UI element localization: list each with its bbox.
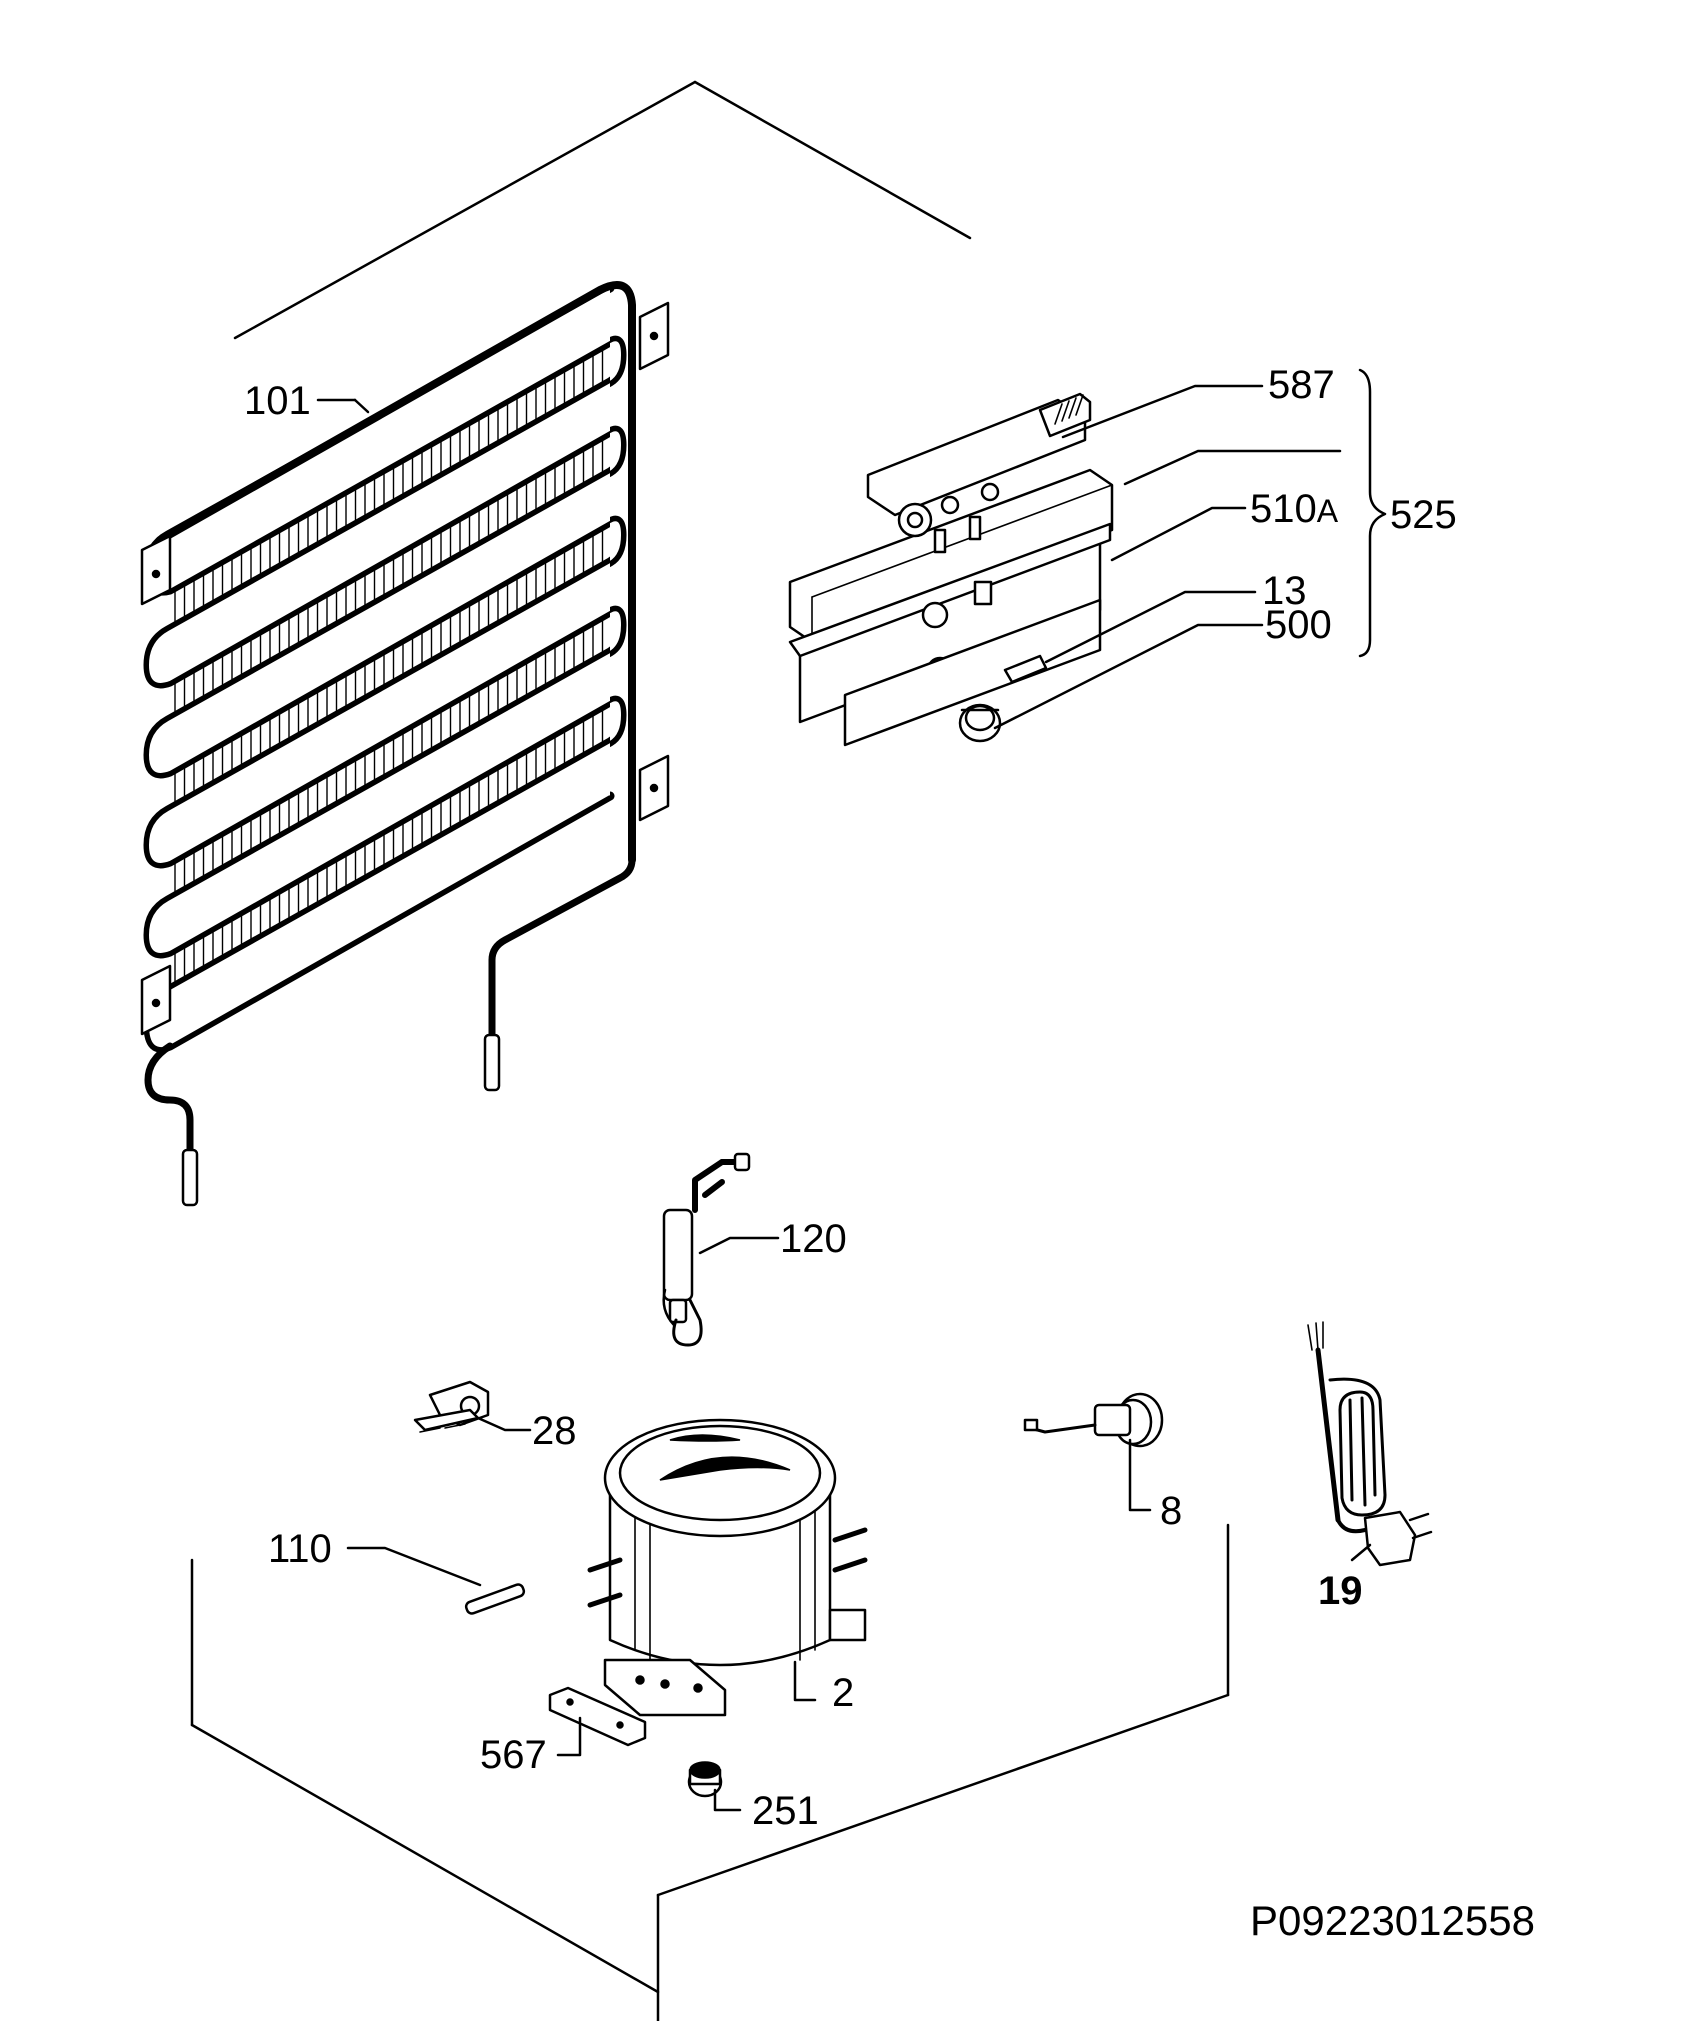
- label-120: 120: [780, 1217, 847, 1261]
- lamp-lens: [1003, 654, 1048, 684]
- thermostat-housing-assembly: [788, 392, 1114, 747]
- label-19: 19: [1318, 1569, 1363, 1613]
- condenser-coil: [140, 281, 670, 1207]
- label-587: 587: [1268, 363, 1335, 407]
- cabinet-outline-top: [233, 80, 972, 340]
- label-2: 2: [832, 1671, 854, 1715]
- label-110: 110: [268, 1527, 332, 1571]
- thermostat-body: [897, 482, 1000, 554]
- label-525: 525: [1390, 493, 1457, 537]
- grommet: [687, 1761, 723, 1798]
- lamp-window: [973, 580, 993, 606]
- label-8: 8: [1160, 1489, 1182, 1533]
- locking-pin: [464, 1583, 526, 1615]
- compressor: [587, 1418, 868, 1717]
- label-28: 28: [532, 1409, 577, 1453]
- label-101: 101: [244, 379, 311, 423]
- condenser-inlet-tip: [181, 1148, 199, 1207]
- assembly-leaders: [993, 368, 1387, 730]
- label-500: 500: [1265, 603, 1332, 647]
- cabinet-outline-bottom: [190, 1523, 1230, 2021]
- label-510a: 510A: [1250, 487, 1339, 531]
- starter-relay: [1023, 1392, 1164, 1448]
- thermostat-knob: [958, 703, 1002, 743]
- bracket-525: [1358, 368, 1387, 658]
- filter-drier: [662, 1152, 751, 1347]
- relay-clip: [413, 1380, 490, 1433]
- condenser-outlet-tip: [483, 1033, 501, 1092]
- label-13: 13: [1262, 569, 1307, 613]
- drawing-code: P09223012558: [1250, 1897, 1535, 1944]
- mounting-plate: [548, 1686, 647, 1747]
- mounting-brackets: [140, 301, 670, 1036]
- label-567: 567: [480, 1733, 547, 1777]
- knob-opening: [921, 601, 949, 629]
- terminal-block: [1054, 394, 1084, 425]
- power-cord: [1307, 1321, 1433, 1567]
- label-251: 251: [752, 1789, 819, 1833]
